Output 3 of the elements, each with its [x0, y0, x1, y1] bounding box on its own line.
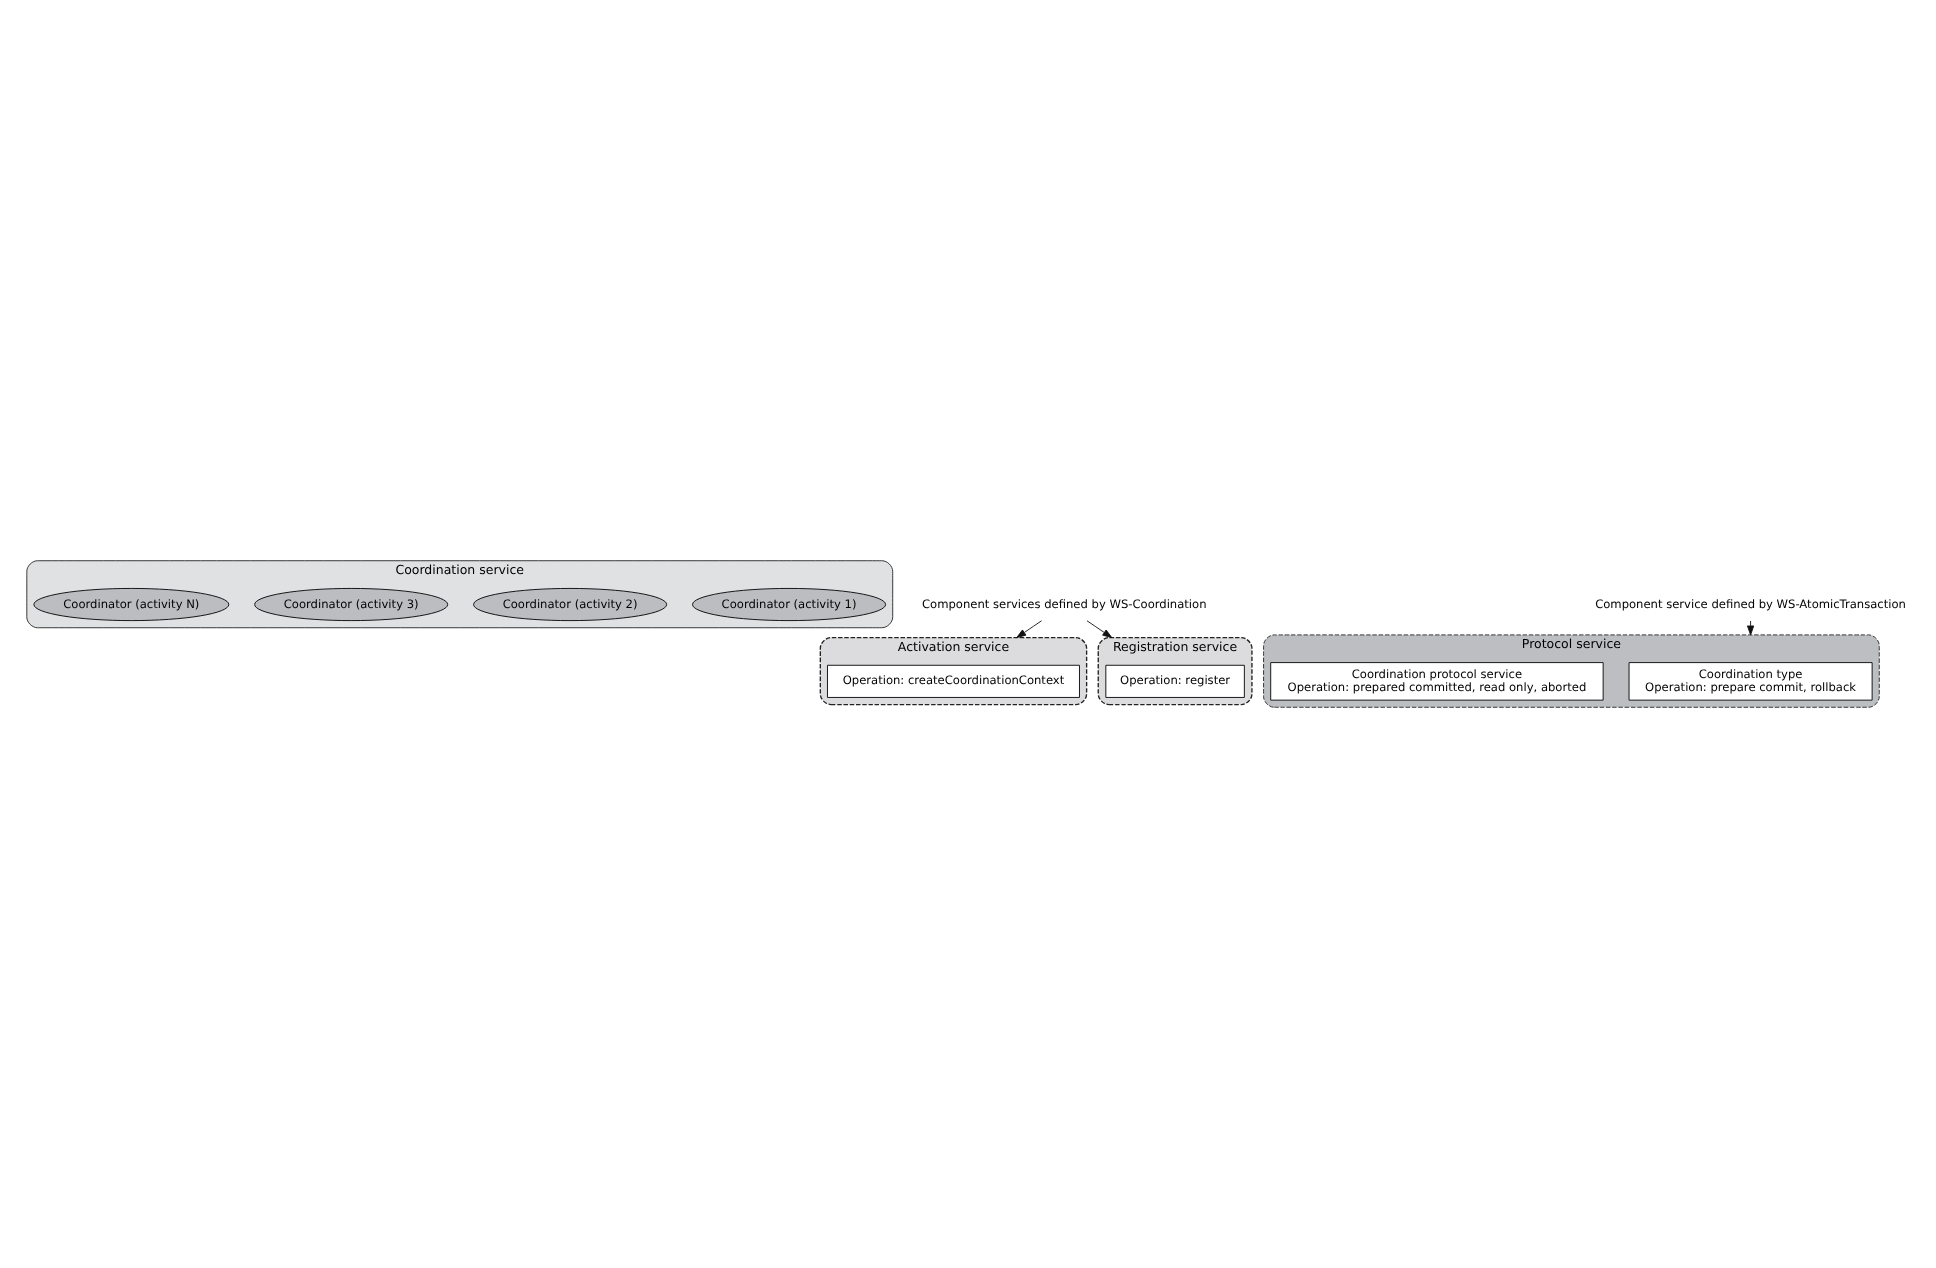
- arrow: [1747, 620, 1755, 636]
- arrow: [1016, 620, 1043, 638]
- arrow: [1086, 620, 1113, 638]
